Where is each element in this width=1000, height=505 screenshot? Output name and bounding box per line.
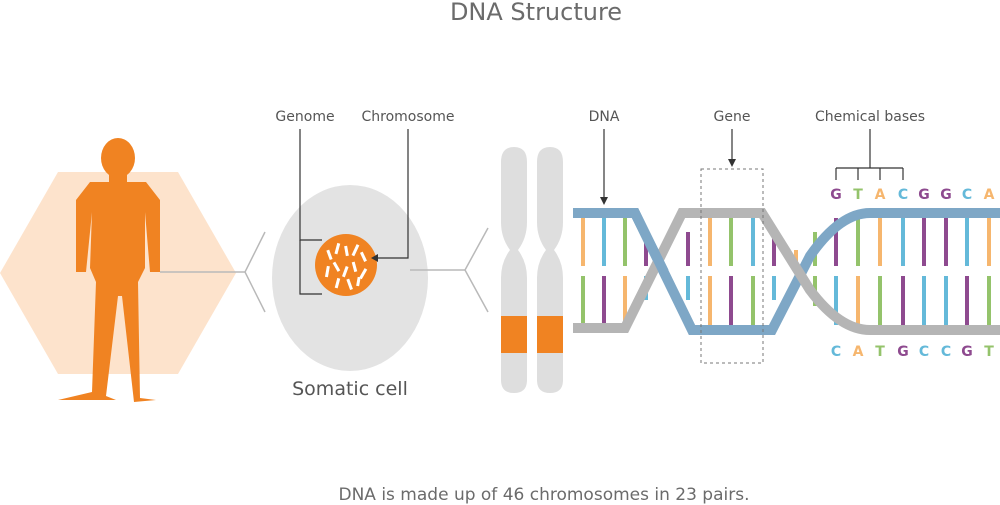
top-base-7: C	[962, 187, 972, 203]
genome-callout: Genome	[275, 109, 335, 295]
gene-callout: Gene	[714, 109, 751, 167]
caption: DNA is made up of 46 chromosomes in 23 p…	[338, 485, 749, 505]
gene-label: Gene	[714, 109, 751, 125]
top-base-1: G	[830, 187, 842, 203]
top-base-8: A	[984, 187, 995, 203]
dna-label: DNA	[589, 109, 620, 125]
bottom-base-2: A	[853, 344, 864, 360]
bottom-base-7: G	[961, 344, 973, 360]
dna-helix	[573, 208, 1000, 335]
top-base-4: C	[898, 187, 908, 203]
chemical-bases-callout: Chemical bases	[815, 109, 925, 180]
chromosome-icon	[501, 147, 563, 393]
bottom-base-8: T	[984, 344, 994, 360]
human-silhouette-icon	[58, 138, 160, 402]
bottom-base-6: C	[941, 344, 951, 360]
somatic-cell-label: Somatic cell	[292, 378, 408, 400]
human-panel	[0, 138, 266, 402]
chemical-bases-label: Chemical bases	[815, 109, 925, 125]
genome-label: Genome	[275, 109, 334, 125]
gene-highlight-box	[700, 168, 764, 364]
bottom-base-3: T	[875, 344, 885, 360]
somatic-cell: Somatic cell	[272, 185, 489, 400]
top-base-3: A	[875, 187, 886, 203]
top-base-5: G	[918, 187, 930, 203]
dna-callout: DNA	[589, 109, 620, 205]
nucleus-chromosomes-icon	[324, 242, 368, 290]
top-base-6: G	[940, 187, 952, 203]
bottom-base-5: C	[919, 344, 929, 360]
bottom-base-4: G	[897, 344, 909, 360]
top-base-2: T	[853, 187, 863, 203]
diagram-title: DNA Structure	[450, 0, 622, 26]
nucleus	[315, 234, 377, 296]
bottom-base-1: C	[831, 344, 841, 360]
chromosome-callout: Chromosome	[362, 109, 455, 262]
chromosome-label: Chromosome	[362, 109, 455, 125]
